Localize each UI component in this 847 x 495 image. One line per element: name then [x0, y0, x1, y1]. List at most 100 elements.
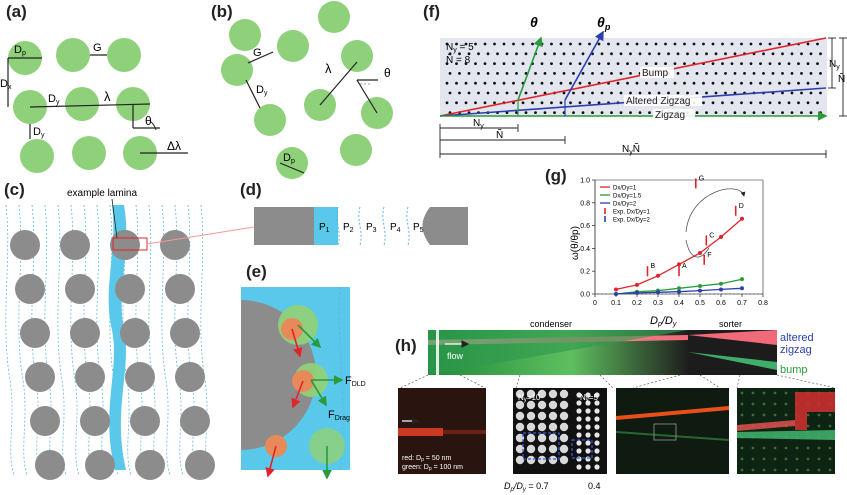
sem-pillar — [537, 444, 547, 454]
pillar-dot — [569, 42, 572, 46]
pillar-dot — [483, 101, 487, 105]
pillar-dot — [673, 42, 677, 46]
outlet-pillar — [784, 457, 788, 461]
pillar-dot — [493, 62, 496, 65]
pillar-dot — [534, 72, 537, 75]
pillar-dot — [692, 42, 696, 46]
pillar-dot — [819, 91, 822, 95]
legend-label: Dx/Dy=1.5 — [613, 194, 642, 200]
outlet-pillar — [795, 457, 799, 461]
pillar-dot — [819, 52, 822, 56]
outlet-pillar — [762, 457, 766, 461]
pillar-dot — [600, 91, 604, 95]
pillar-dot — [657, 52, 661, 56]
pillar-dot — [502, 81, 506, 85]
outlet-pillar — [806, 446, 810, 450]
pillar-dot — [676, 72, 680, 75]
pillar-dot — [464, 101, 468, 105]
sem-pillar — [548, 400, 558, 410]
panel-f-diagram: θ θp Ny = 5 Ñ = 8 Bump Altered Zigzag Zi… — [439, 14, 847, 158]
sem-pillar — [594, 392, 600, 398]
pillar-dot — [455, 81, 458, 85]
pillar-dot — [733, 52, 737, 56]
pillar-dot — [733, 91, 737, 95]
pillar-dot — [638, 52, 642, 56]
pillar-dot — [540, 62, 544, 65]
pillar-dot — [664, 81, 667, 85]
label-theta-b: θ — [384, 66, 391, 80]
pillar-dot — [619, 52, 623, 56]
label-sorter: sorter — [719, 319, 742, 329]
panel-label-a: (a) — [6, 2, 27, 21]
outlet-pillar — [773, 413, 777, 417]
y-tick-label: 0.8 — [580, 200, 590, 207]
pillar-dot — [610, 72, 613, 75]
pillar-dot — [762, 111, 765, 114]
pillar-dot — [455, 62, 458, 65]
pillar-dot — [477, 52, 480, 56]
sem-pillar — [537, 411, 547, 421]
y-tick-label: 1.0 — [580, 178, 590, 185]
pillar-dot — [553, 52, 556, 56]
pillar-dot — [645, 62, 648, 65]
sem-pillar — [576, 424, 582, 430]
pillar-dot — [740, 42, 743, 46]
pillar-dot — [702, 42, 705, 46]
pillar-dot — [705, 72, 708, 75]
streamline — [200, 204, 210, 476]
label-ny-f: Ny = 5 — [446, 42, 474, 54]
legend-label: Dx/Dy=2 — [613, 202, 637, 208]
pillar-dot — [654, 42, 658, 46]
series-point — [740, 286, 744, 291]
sem-pillar — [576, 464, 582, 470]
pillar-dot — [591, 72, 594, 75]
pillar-dot — [569, 81, 572, 85]
label-ratio2: 0.4 — [588, 481, 601, 491]
sem-pillar — [576, 440, 582, 446]
g-xlabel: Dp/Dy — [650, 315, 677, 328]
pillar-dot — [768, 101, 772, 105]
sem-pillar — [585, 416, 591, 422]
sem-pillar — [526, 400, 536, 410]
pillar-dot — [531, 42, 534, 46]
pillar-dot — [787, 62, 791, 65]
sem-pillar — [537, 455, 547, 465]
pillar-dot — [629, 91, 632, 95]
pillar-dot — [683, 42, 686, 46]
outlet-pillar — [762, 446, 766, 450]
pillar-dot — [809, 111, 813, 114]
pillar-dot — [664, 42, 667, 46]
outlet-pillar — [795, 468, 799, 472]
outlet-pillar — [740, 391, 744, 395]
post-circle — [35, 450, 65, 480]
pillar-dot — [714, 111, 718, 114]
label-ny5: Ny=5 — [580, 393, 598, 403]
pillar-dot — [714, 91, 718, 95]
pillar-dot — [524, 91, 528, 95]
panel-e-diagram: FDLD FDrag — [241, 286, 366, 480]
pillar-dot — [743, 72, 746, 75]
legend-label: Exp. Dx/Dy=2 — [613, 218, 651, 224]
outlet-pillar — [817, 468, 821, 472]
post-circle — [20, 318, 50, 348]
panel-label-b: (b) — [211, 2, 233, 21]
sem-pillar — [526, 444, 536, 454]
pillar-dot — [740, 101, 743, 105]
pillar-dot — [645, 42, 648, 46]
post-circle — [130, 406, 160, 436]
pillar-dot — [819, 72, 822, 75]
pillar-dot — [749, 81, 753, 85]
series-point — [614, 292, 618, 296]
sem-pillar — [515, 411, 525, 421]
sem-pillar — [585, 432, 591, 438]
post-circle — [60, 230, 90, 260]
pillar-dot — [806, 62, 810, 65]
label-example-lamina: example lamina — [67, 188, 137, 199]
outlet-pillar — [817, 446, 821, 450]
outlet-pillar — [828, 446, 832, 450]
label-nhat-f: Ñ = 8 — [446, 53, 471, 66]
pillar-dot — [711, 62, 715, 65]
post-circle — [15, 274, 45, 304]
pillar-dot — [502, 42, 506, 46]
pillar-dot — [809, 52, 813, 56]
